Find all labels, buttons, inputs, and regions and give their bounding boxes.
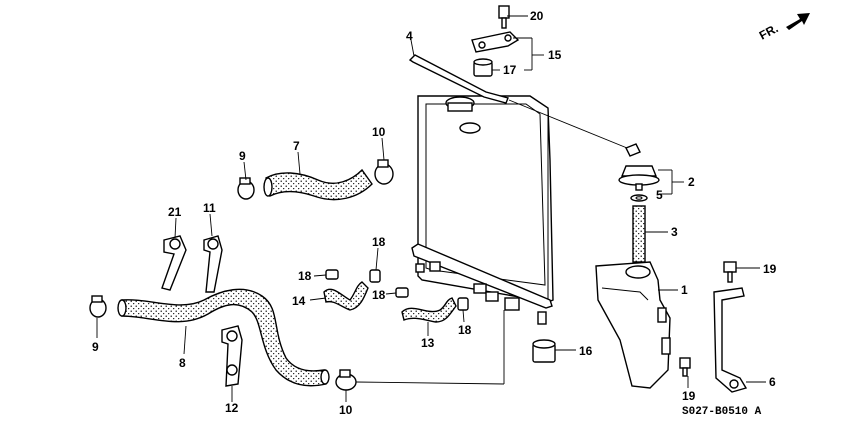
part-5-seal (630, 194, 648, 202)
part-12-clamp (221, 325, 243, 387)
part-11-clamp (203, 235, 223, 293)
callout-8: 8 (179, 356, 186, 370)
callout-9-lower: 9 (92, 340, 99, 354)
callout-5: 5 (656, 188, 663, 202)
callout-2: 2 (688, 175, 695, 189)
callout-3: 3 (671, 225, 678, 239)
radiator (411, 95, 554, 325)
callout-19-upper: 19 (763, 262, 777, 276)
callout-19-lower: 19 (682, 389, 696, 403)
part-9-clamp-lower (89, 295, 107, 318)
part-19-bolt-lower (679, 357, 691, 377)
callout-18-top: 18 (372, 235, 386, 249)
callout-7: 7 (293, 139, 300, 153)
callout-1: 1 (681, 283, 688, 297)
callout-18-mid: 18 (372, 288, 386, 302)
part-19-bolt-upper (723, 261, 737, 283)
part-15-upper-bracket (471, 31, 520, 53)
callout-10-upper: 10 (372, 125, 386, 139)
callout-12: 12 (225, 401, 239, 415)
callout-11: 11 (203, 201, 216, 215)
front-label: FR. (757, 21, 781, 42)
callout-10-lower: 10 (339, 403, 353, 417)
part-7-upper-hose (263, 168, 373, 201)
part-8-lower-hose (117, 288, 330, 387)
callout-9-upper: 9 (239, 149, 246, 163)
callout-6: 6 (769, 375, 776, 389)
callout-14: 14 (292, 294, 306, 308)
callout-20: 20 (530, 9, 544, 23)
diagram-code: S027-B0510 A (682, 406, 762, 418)
part-10-clamp-upper (374, 159, 394, 185)
part-18-clamp-d (457, 297, 469, 311)
part-17-cushion (473, 58, 493, 77)
part-9-clamp-upper (237, 177, 255, 200)
callout-labels: 20 15 17 4 2 5 3 1 19 6 16 19 7 9 10 21 … (92, 9, 777, 417)
front-arrow-icon (786, 13, 810, 30)
front-direction-indicator: FR. (757, 13, 810, 43)
callout-13: 13 (421, 336, 435, 350)
part-4-overflow-tube (408, 54, 641, 157)
callout-21: 21 (168, 205, 182, 219)
part-21-clamp (161, 235, 187, 291)
part-10-clamp-lower (335, 369, 357, 391)
part-3-tank-hose (632, 205, 646, 263)
leader-lines (96, 15, 766, 402)
part-20-bolt (498, 5, 510, 29)
callout-18-left: 18 (298, 269, 312, 283)
callout-16: 16 (579, 344, 593, 358)
part-16-lower-cushion (532, 339, 556, 363)
callout-18-right: 18 (458, 323, 472, 337)
part-6-stay-bracket (713, 287, 748, 393)
part-2-tank-cap (618, 165, 660, 191)
callout-4: 4 (406, 29, 413, 43)
part-18-clamp-c (395, 287, 409, 298)
part-14-hose (323, 281, 369, 311)
part-18-clamp-b (369, 269, 381, 283)
callout-15: 15 (548, 48, 562, 62)
part-1-reserve-tank (595, 261, 671, 389)
part-18-clamp-a (325, 269, 339, 280)
part-13-hose (401, 297, 457, 323)
callout-17: 17 (503, 63, 517, 77)
